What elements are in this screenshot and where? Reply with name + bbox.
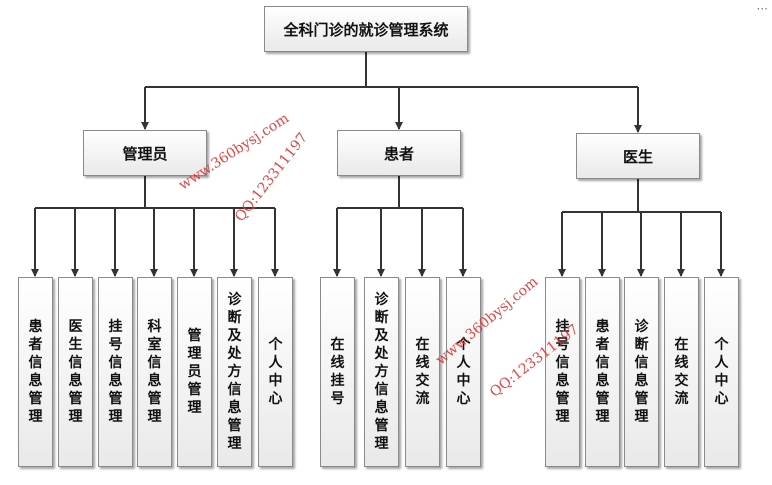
leaf-node: 科室信息管理 [137, 277, 172, 467]
leaf-node: 诊断信息管理 [624, 277, 659, 467]
leaf-node: 医生信息管理 [58, 277, 93, 467]
group-node-doctor: 医生 [576, 133, 700, 179]
leaf-node: 个人中心 [704, 277, 739, 467]
leaf-node: 在线挂号 [320, 277, 355, 467]
leaf-node: 患者信息管理 [585, 277, 620, 467]
group-label: 患者 [383, 144, 414, 163]
leaf-node: 管理员管理 [177, 277, 212, 467]
root-label: 全科门诊的就诊管理系统 [283, 20, 449, 39]
leaf-node: 在线交流 [405, 277, 440, 467]
group-label: 管理员 [122, 144, 168, 163]
group-node-admin: 管理员 [83, 130, 207, 176]
leaf-node: 在线交流 [664, 277, 699, 467]
leaf-node: 个人中心 [258, 277, 293, 467]
group-node-patient: 患者 [337, 130, 461, 176]
leaf-node: 诊断及处方信息管理 [364, 277, 399, 467]
leaf-node: 患者信息管理 [18, 277, 53, 467]
leaf-node: 个人中心 [446, 277, 481, 467]
leaf-node: 挂号信息管理 [545, 277, 580, 467]
leaf-node: 诊断及处方信息管理 [217, 277, 252, 467]
group-label: 医生 [622, 147, 653, 166]
corner-mark: ··· [756, 2, 768, 16]
root-node: 全科门诊的就诊管理系统 [264, 6, 468, 52]
leaf-node: 挂号信息管理 [98, 277, 133, 467]
